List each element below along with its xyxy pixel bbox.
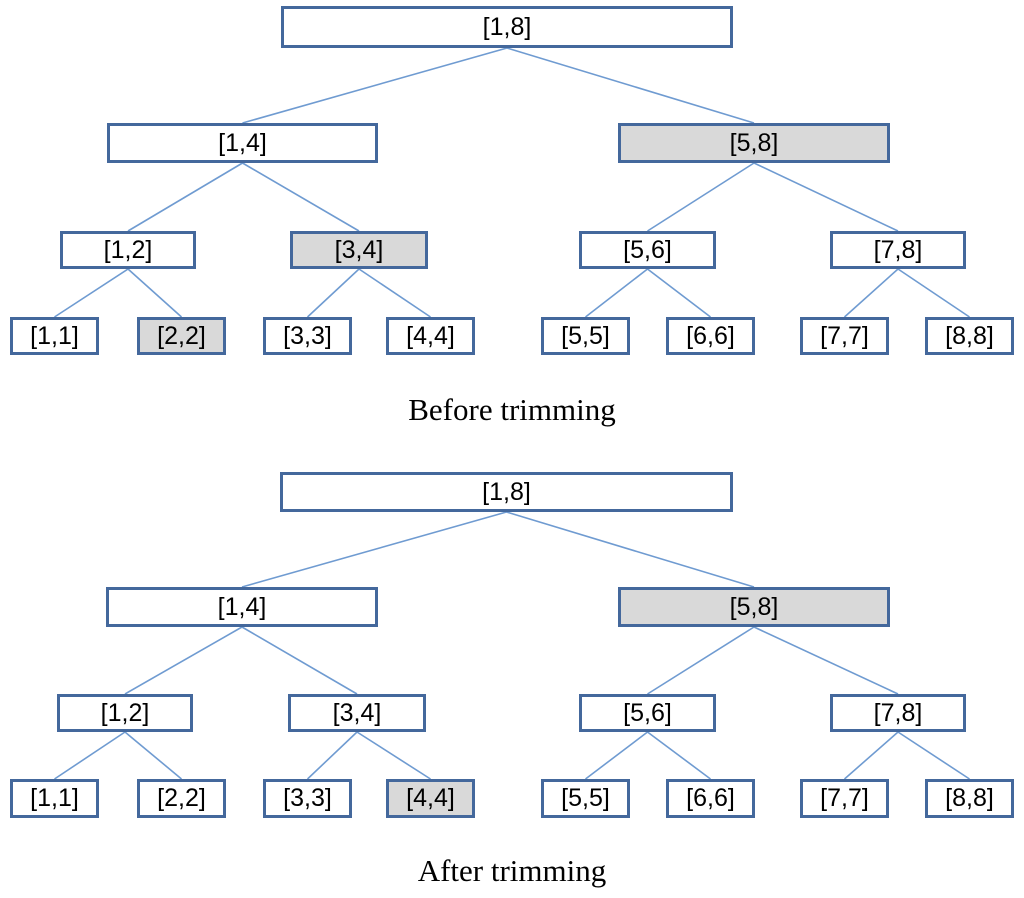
tree-node-before-3-4: [3,4] xyxy=(290,231,428,269)
edge-after-5-8-to-5-6 xyxy=(647,626,755,695)
edge-before-5-8-to-5-6 xyxy=(647,162,755,232)
tree-node-after-6-6: [6,6] xyxy=(666,779,755,818)
edge-after-5-6-to-5-5 xyxy=(585,731,648,780)
edge-after-1-4-to-3-4 xyxy=(241,626,358,695)
tree-node-before-6-6: [6,6] xyxy=(666,317,755,355)
edge-after-1-8-to-1-4 xyxy=(241,511,507,588)
edge-before-1-2-to-1-1 xyxy=(54,268,129,318)
edge-after-1-4-to-1-2 xyxy=(124,626,243,695)
caption-after-trimming: After trimming xyxy=(417,853,607,888)
edge-before-7-8-to-8-8 xyxy=(897,268,970,318)
edge-before-5-8-to-7-8 xyxy=(753,162,899,232)
tree-node-before-1-2: [1,2] xyxy=(60,231,196,269)
edge-before-5-6-to-6-6 xyxy=(647,268,711,318)
edge-before-3-4-to-3-3 xyxy=(306,268,360,318)
tree-node-after-5-5: [5,5] xyxy=(541,779,630,818)
tree-node-after-3-3: [3,3] xyxy=(263,779,352,818)
tree-node-before-5-5: [5,5] xyxy=(541,317,630,355)
edge-after-5-6-to-6-6 xyxy=(647,731,711,780)
tree-node-before-8-8: [8,8] xyxy=(925,317,1014,355)
edge-before-1-4-to-1-2 xyxy=(127,162,243,232)
tree-node-before-5-6: [5,6] xyxy=(579,231,716,269)
tree-node-after-7-8: [7,8] xyxy=(830,694,966,732)
tree-node-after-1-2: [1,2] xyxy=(57,694,193,732)
edge-before-7-8-to-7-7 xyxy=(843,268,899,318)
tree-node-before-7-8: [7,8] xyxy=(830,231,966,269)
caption-before-trimming: Before trimming xyxy=(408,392,616,427)
edge-after-7-8-to-8-8 xyxy=(897,731,970,780)
tree-node-before-1-8: [1,8] xyxy=(281,6,733,48)
tree-node-after-8-8: [8,8] xyxy=(925,779,1014,818)
edge-before-1-8-to-1-4 xyxy=(242,47,508,124)
edge-before-5-6-to-5-5 xyxy=(585,268,648,318)
edge-before-1-2-to-2-2 xyxy=(127,268,183,318)
tree-node-before-7-7: [7,7] xyxy=(800,317,889,355)
tree-node-after-4-4: [4,4] xyxy=(386,779,475,818)
tree-node-after-5-6: [5,6] xyxy=(579,694,716,732)
tree-node-after-1-8: [1,8] xyxy=(280,472,733,512)
edge-after-1-8-to-5-8 xyxy=(506,511,755,588)
edge-after-1-2-to-2-2 xyxy=(124,731,183,780)
tree-node-after-2-2: [2,2] xyxy=(137,779,226,818)
edge-after-3-4-to-3-3 xyxy=(306,731,358,780)
edge-after-7-8-to-7-7 xyxy=(843,731,899,780)
tree-node-after-1-1: [1,1] xyxy=(10,779,99,818)
edge-before-1-8-to-5-8 xyxy=(506,47,755,124)
edge-before-3-4-to-4-4 xyxy=(358,268,431,318)
tree-node-before-1-4: [1,4] xyxy=(107,123,378,163)
edge-after-5-8-to-7-8 xyxy=(753,626,899,695)
tree-node-before-4-4: [4,4] xyxy=(386,317,475,355)
edge-after-1-2-to-1-1 xyxy=(54,731,126,780)
edge-after-3-4-to-4-4 xyxy=(356,731,431,780)
tree-node-after-5-8: [5,8] xyxy=(618,587,890,627)
tree-node-before-1-1: [1,1] xyxy=(10,317,99,355)
edge-before-1-4-to-3-4 xyxy=(242,162,360,232)
tree-node-before-5-8: [5,8] xyxy=(618,123,890,163)
tree-node-after-7-7: [7,7] xyxy=(800,779,889,818)
tree-node-after-3-4: [3,4] xyxy=(288,694,426,732)
tree-node-before-2-2: [2,2] xyxy=(137,317,226,355)
tree-node-after-1-4: [1,4] xyxy=(106,587,378,627)
tree-node-before-3-3: [3,3] xyxy=(263,317,352,355)
